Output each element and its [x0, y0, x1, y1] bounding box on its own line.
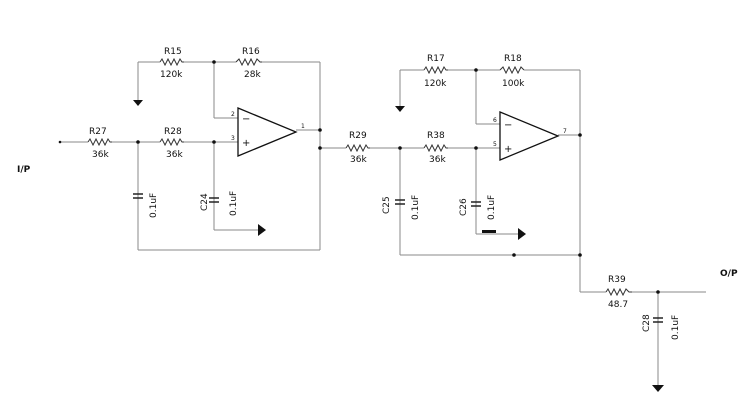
r18-value: 100k: [502, 79, 525, 89]
r27-ref: R27: [89, 127, 107, 137]
u2-pin-inv: 6: [493, 117, 497, 124]
c1-value: 0.1uF: [149, 193, 159, 218]
ground-icon: [133, 100, 143, 106]
resistor-r28: R28 36k: [159, 127, 184, 160]
r28-value: 36k: [166, 150, 183, 160]
resistor-r15: R15 120k: [159, 47, 184, 80]
r29-value: 36k: [350, 155, 367, 165]
r17-value: 120k: [424, 79, 447, 89]
u1-pin-inv: 2: [231, 111, 235, 118]
output-label: O/P: [720, 269, 738, 279]
u2-pin-out: 7: [563, 128, 567, 135]
u2-minus-sign: −: [504, 120, 512, 131]
opamp-u2: − + 6 5 7: [493, 111, 567, 161]
capacitor-c1: 0.1uF: [133, 193, 159, 218]
c28-value: 0.1uF: [671, 315, 681, 340]
capacitor-c25: C25 0.1uF: [382, 195, 421, 220]
c25-value: 0.1uF: [411, 195, 421, 220]
u1-pin-noninv: 3: [231, 135, 235, 142]
c24-value: 0.1uF: [229, 191, 239, 216]
r39-value: 48.7: [608, 300, 628, 310]
ground-icon: [258, 224, 266, 236]
resistor-r17: R17 120k: [423, 54, 448, 89]
u1-pin-out: 1: [301, 123, 305, 130]
r16-value: 28k: [244, 70, 261, 80]
r28-ref: R28: [164, 127, 182, 137]
c26-value: 0.1uF: [487, 195, 497, 220]
stage1-wires: [60, 61, 346, 251]
capacitor-c26: C26 0.1uF: [459, 195, 497, 220]
r15-value: 120k: [160, 70, 183, 80]
resistor-r29: R29 36k: [345, 131, 370, 165]
opamp-u1: − + 2 3 1: [231, 107, 305, 157]
c28-ref: C28: [642, 314, 652, 332]
ground-icon: [395, 106, 405, 112]
resistor-r16: R16 28k: [235, 47, 262, 80]
c24-ref: C24: [200, 193, 210, 211]
resistor-r39: R39 48.7: [605, 275, 632, 310]
ground-icon: [652, 385, 664, 392]
r27-value: 36k: [92, 150, 109, 160]
resistor-r18: R18 100k: [499, 54, 525, 89]
r16-ref: R16: [242, 47, 260, 57]
stage2-wires: [370, 69, 706, 385]
resistor-r27: R27 36k: [87, 127, 112, 160]
r38-value: 36k: [429, 155, 446, 165]
r17-ref: R17: [427, 54, 445, 64]
ground-icon: [482, 228, 526, 240]
c26-ref: C26: [459, 198, 469, 216]
c25-ref: C25: [382, 196, 392, 214]
u1-minus-sign: −: [242, 114, 250, 125]
capacitor-c28: C28 0.1uF: [642, 314, 681, 340]
u1-plus-sign: +: [242, 138, 250, 149]
u2-plus-sign: +: [504, 144, 512, 155]
r15-ref: R15: [164, 47, 182, 57]
input-label: I/P: [17, 165, 31, 175]
r29-ref: R29: [349, 131, 367, 141]
r39-ref: R39: [608, 275, 626, 285]
resistor-r38: R38 36k: [423, 131, 448, 165]
capacitor-c24: C24 0.1uF: [200, 191, 239, 216]
junctions: [58, 60, 660, 294]
u2-pin-noninv: 5: [493, 141, 497, 148]
r18-ref: R18: [504, 54, 522, 64]
r38-ref: R38: [427, 131, 445, 141]
